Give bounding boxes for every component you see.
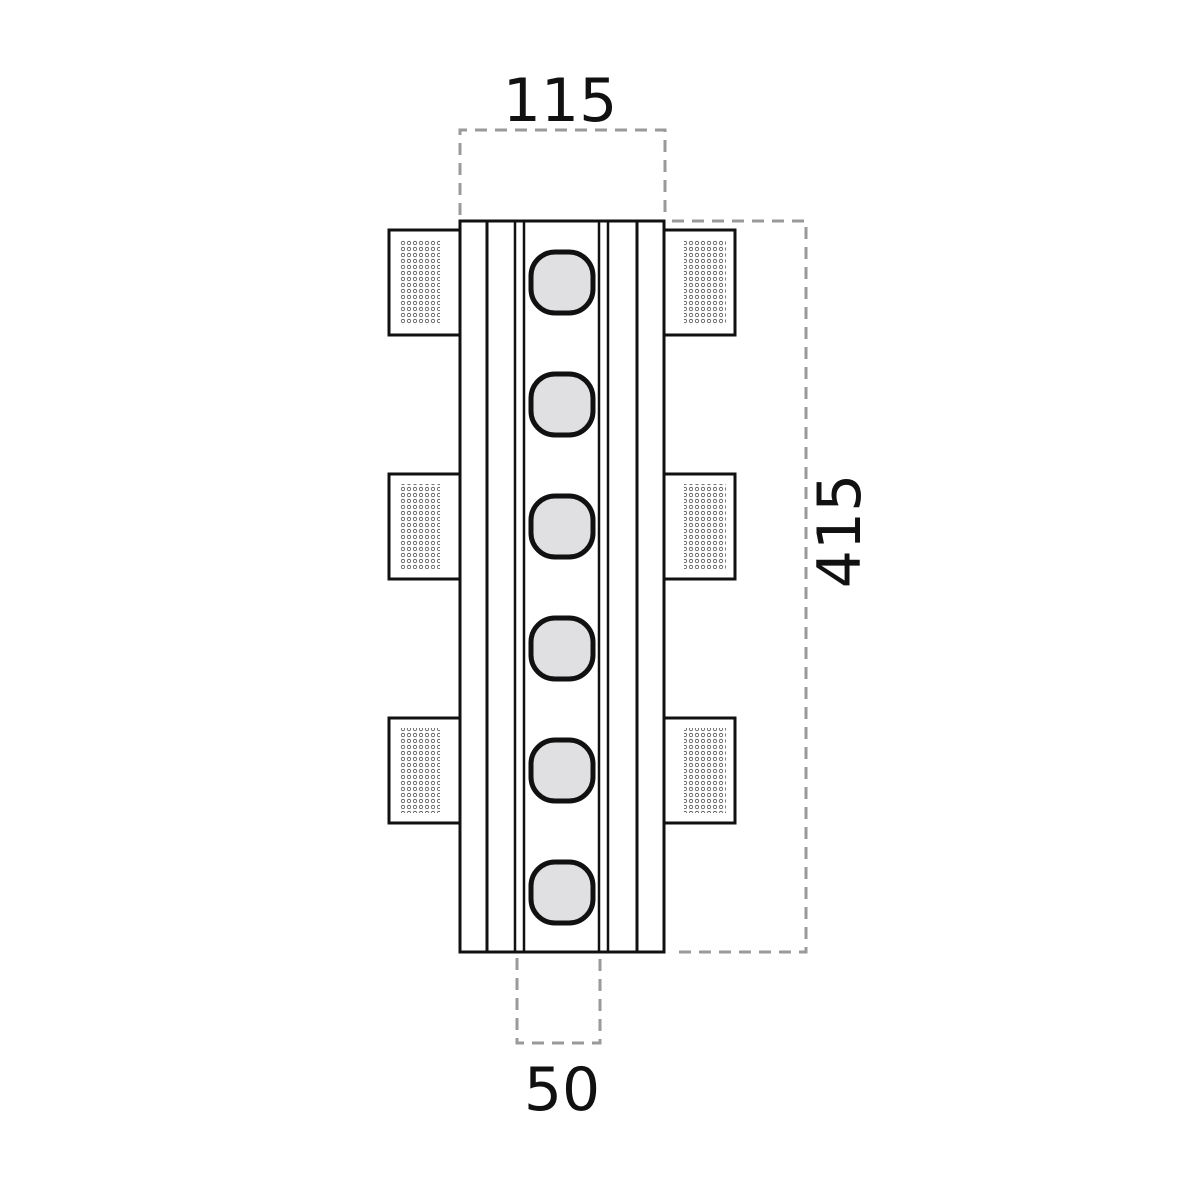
perforated-panel <box>684 240 726 325</box>
fixture-body <box>458 219 666 954</box>
led-lenses <box>528 249 596 926</box>
right-mounting-boxes <box>664 228 737 825</box>
led-lens <box>528 493 596 560</box>
left-mounting-boxes <box>387 228 460 825</box>
channel-width-dimension-line <box>515 958 602 1045</box>
perforated-panel <box>400 484 440 569</box>
right-box-bottom <box>664 716 737 825</box>
top-width-dimension-line <box>458 128 667 215</box>
perforated-panel <box>400 728 440 813</box>
right-box-top <box>664 228 737 337</box>
left-box-bottom <box>387 716 460 825</box>
height-label: 415 <box>805 474 875 589</box>
perforated-panel <box>400 240 440 325</box>
fixture-outline <box>458 219 666 954</box>
led-lens <box>528 615 596 682</box>
perforated-panel <box>684 728 726 813</box>
perforated-panel <box>684 484 726 569</box>
led-lens <box>528 737 596 804</box>
led-lens <box>528 371 596 438</box>
led-lens <box>528 249 596 316</box>
top-width-dimension: 115 <box>458 66 667 215</box>
height-dimension: 415 <box>672 219 875 954</box>
left-box-middle <box>387 472 460 581</box>
led-lens <box>528 859 596 926</box>
channel-width-dimension: 50 <box>515 958 602 1125</box>
right-box-middle <box>664 472 737 581</box>
channel-width-label: 50 <box>524 1055 600 1125</box>
top-width-label: 115 <box>503 66 618 136</box>
height-dimension-line <box>672 219 808 954</box>
left-box-top <box>387 228 460 337</box>
